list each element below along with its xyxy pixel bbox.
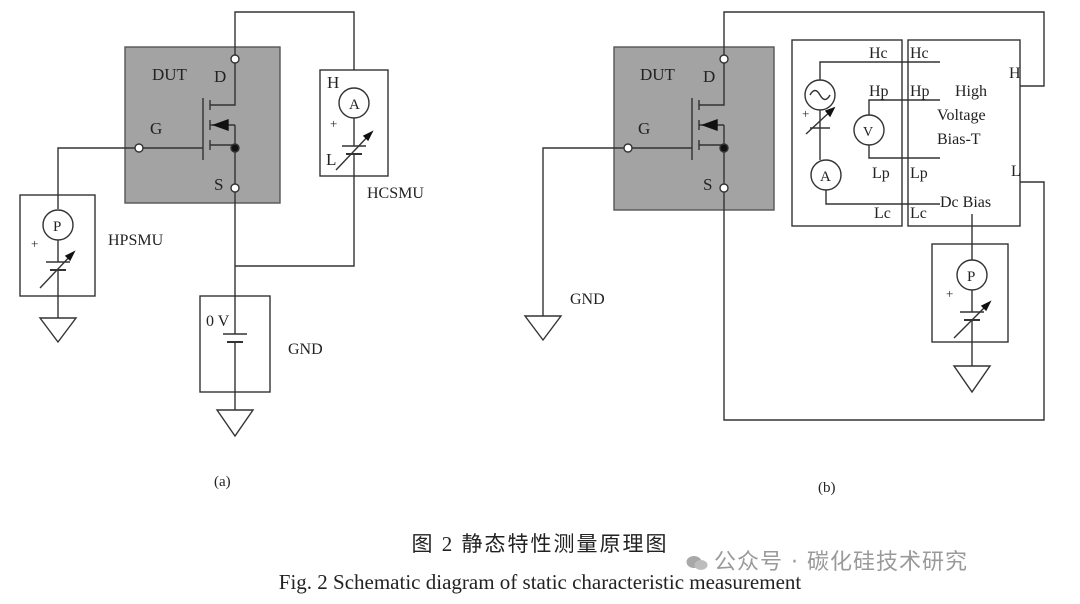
bias-t-label: Bias-T: [937, 131, 981, 148]
hp-right-label: Hp: [910, 83, 930, 100]
gnd-label-b: GND: [570, 291, 605, 308]
watermark: 公众号 · 碳化硅技术研究: [686, 544, 968, 576]
ammeter-symbol-b: A: [820, 169, 831, 185]
hp-left-label: Hp: [869, 83, 889, 100]
h-terminal-a: H: [327, 73, 339, 92]
lcr-meter-box-b: [791, 39, 903, 227]
plus-sign-b2: +: [946, 286, 953, 301]
plus-sign-a1: +: [330, 116, 337, 131]
drain-label-b: D: [703, 67, 715, 86]
diagram-b: [523, 11, 1045, 421]
figure-caption-chinese: 图 2 静态特性测量原理图: [411, 532, 669, 556]
source-label-a: S: [214, 175, 223, 194]
plus-sign-a2: +: [31, 236, 38, 251]
lc-left-label: Lc: [874, 205, 891, 222]
gnd-label-a: GND: [288, 341, 323, 358]
diagram-a-label: (a): [214, 474, 231, 490]
l-terminal-b: L: [1011, 163, 1021, 180]
power-symbol-b: P: [967, 269, 975, 285]
hpsmu-box-b: [931, 243, 1009, 343]
hc-right-label: Hc: [910, 45, 929, 62]
hpsmu-label: HPSMU: [108, 232, 164, 249]
hcsmu-label: HCSMU: [367, 185, 424, 202]
lc-right-label: Lc: [910, 205, 927, 222]
gate-label-b: G: [638, 119, 650, 138]
bias-t-box-b: [907, 39, 1021, 227]
dut-box-b: [613, 46, 775, 211]
voltmeter-symbol-b: V: [863, 125, 873, 140]
watermark-text: 公众号 · 碳化硅技术研究: [714, 550, 968, 575]
wechat-icon: [686, 556, 708, 570]
diagram-b-label: (b): [818, 480, 836, 496]
gate-label-a: G: [150, 119, 162, 138]
lp-right-label: Lp: [910, 165, 928, 182]
dc-bias-label: Dc Bias: [940, 194, 991, 211]
hc-left-label: Hc: [869, 45, 888, 62]
figure-caption-english: Fig. 2 Schematic diagram of static chara…: [278, 570, 802, 594]
dut-label-b: DUT: [640, 65, 676, 84]
source-label-b: S: [703, 175, 712, 194]
drain-label-a: D: [214, 67, 226, 86]
dut-label-a: DUT: [152, 65, 188, 84]
diagram-a: [19, 11, 389, 438]
lp-left-label: Lp: [872, 165, 890, 182]
zero-volt-label: 0 V: [206, 313, 230, 330]
h-terminal-b: H: [1009, 65, 1021, 82]
l-terminal-a: L: [326, 150, 336, 169]
power-symbol-a: P: [53, 219, 61, 235]
high-label: High: [955, 83, 987, 100]
voltage-label: Voltage: [937, 107, 986, 124]
ammeter-symbol-a: A: [349, 97, 360, 113]
plus-sign-b1: +: [802, 106, 809, 121]
